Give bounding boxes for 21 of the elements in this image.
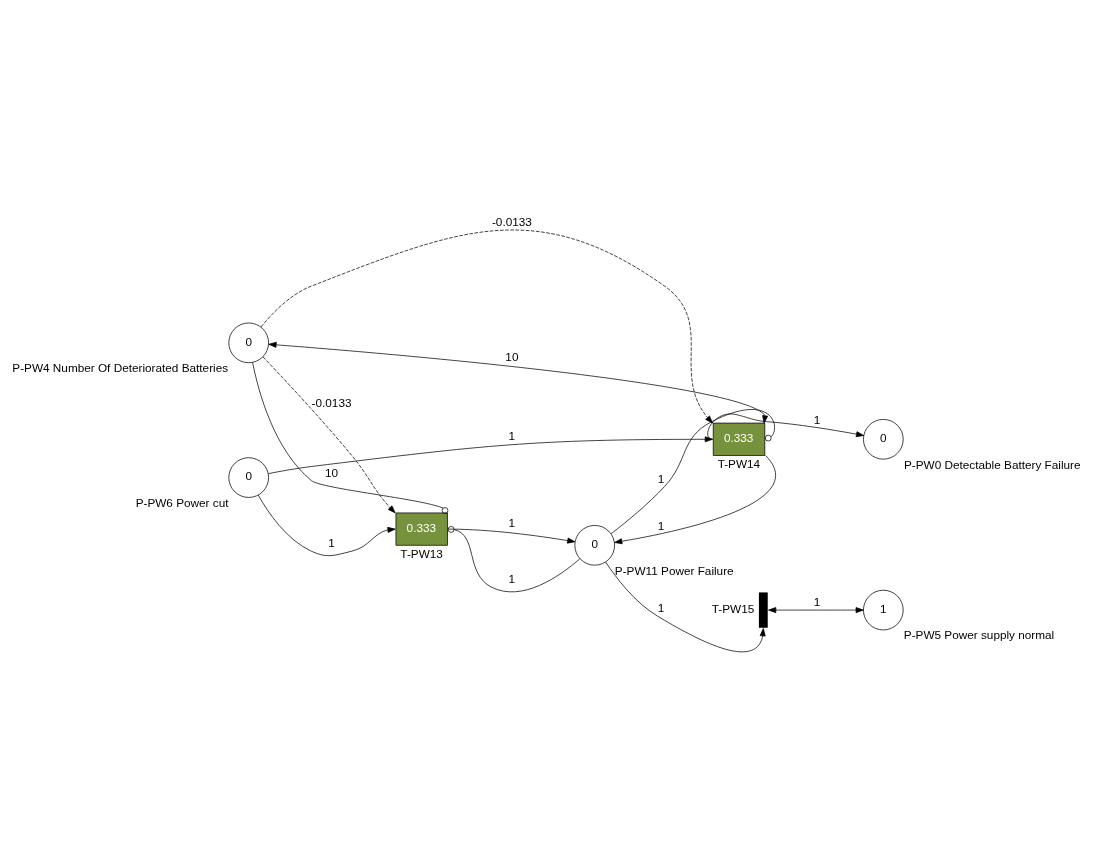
node-label: P-PW6 Power cut (135, 495, 229, 509)
edge-label: -0.0133 (311, 395, 352, 409)
edge-label: 1 (508, 515, 516, 529)
node-label: T-PW14 (717, 456, 761, 470)
edge-label: 1 (508, 428, 516, 442)
node-label: P-PW11 Power Failure (614, 563, 734, 577)
edge-label: 1 (508, 571, 516, 585)
edge-label: 1 (813, 412, 821, 426)
edge-label: 1 (813, 594, 821, 608)
edge-label: 1 (657, 518, 665, 532)
node-label: P-PW0 Detectable Battery Failure (904, 457, 1081, 471)
edge-label: 10 (324, 465, 339, 479)
edge-label: 1 (657, 471, 665, 485)
node-label: P-PW4 Number Of Deteriorated Batteries (12, 360, 229, 374)
edge-label: -0.0133 (491, 214, 532, 228)
edge-label: 10 (505, 349, 519, 363)
edge-label: 1 (657, 600, 665, 614)
node-label: P-PW5 Power supply normal (903, 627, 1055, 641)
edge-label: 1 (328, 535, 335, 549)
node-label: T-PW15 (711, 601, 755, 615)
node-label: T-PW13 (400, 546, 443, 560)
